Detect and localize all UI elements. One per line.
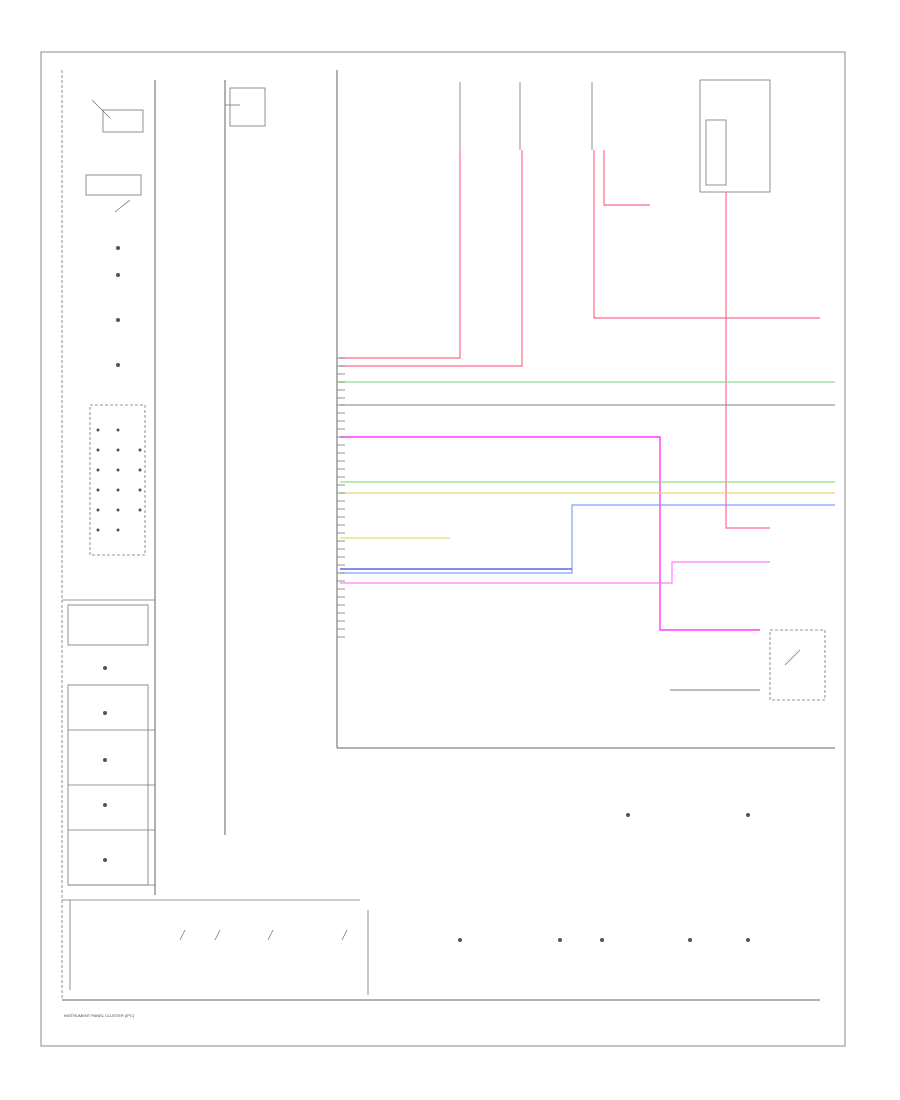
- wire-magenta-1: [340, 436, 760, 631]
- connector-pins: [337, 357, 345, 638]
- top-power-components: [459, 79, 826, 701]
- ipc-left-module-outline: [61, 70, 820, 1001]
- wire-red-5: [725, 192, 770, 529]
- wire-magenta-2: [340, 561, 770, 584]
- wire-red-1: [340, 150, 461, 359]
- wire-red-2: [340, 150, 523, 367]
- ipc-left-components: [62, 87, 266, 886]
- footer-label: INSTRUMENT PANEL CLUSTER (IPC): [64, 1013, 135, 1018]
- wire-red-3: [593, 150, 820, 319]
- wire-red-4: [603, 150, 650, 206]
- diagram-border: [40, 51, 846, 1047]
- bottom-indicators: [62, 813, 750, 995]
- wire-blue: [340, 504, 835, 574]
